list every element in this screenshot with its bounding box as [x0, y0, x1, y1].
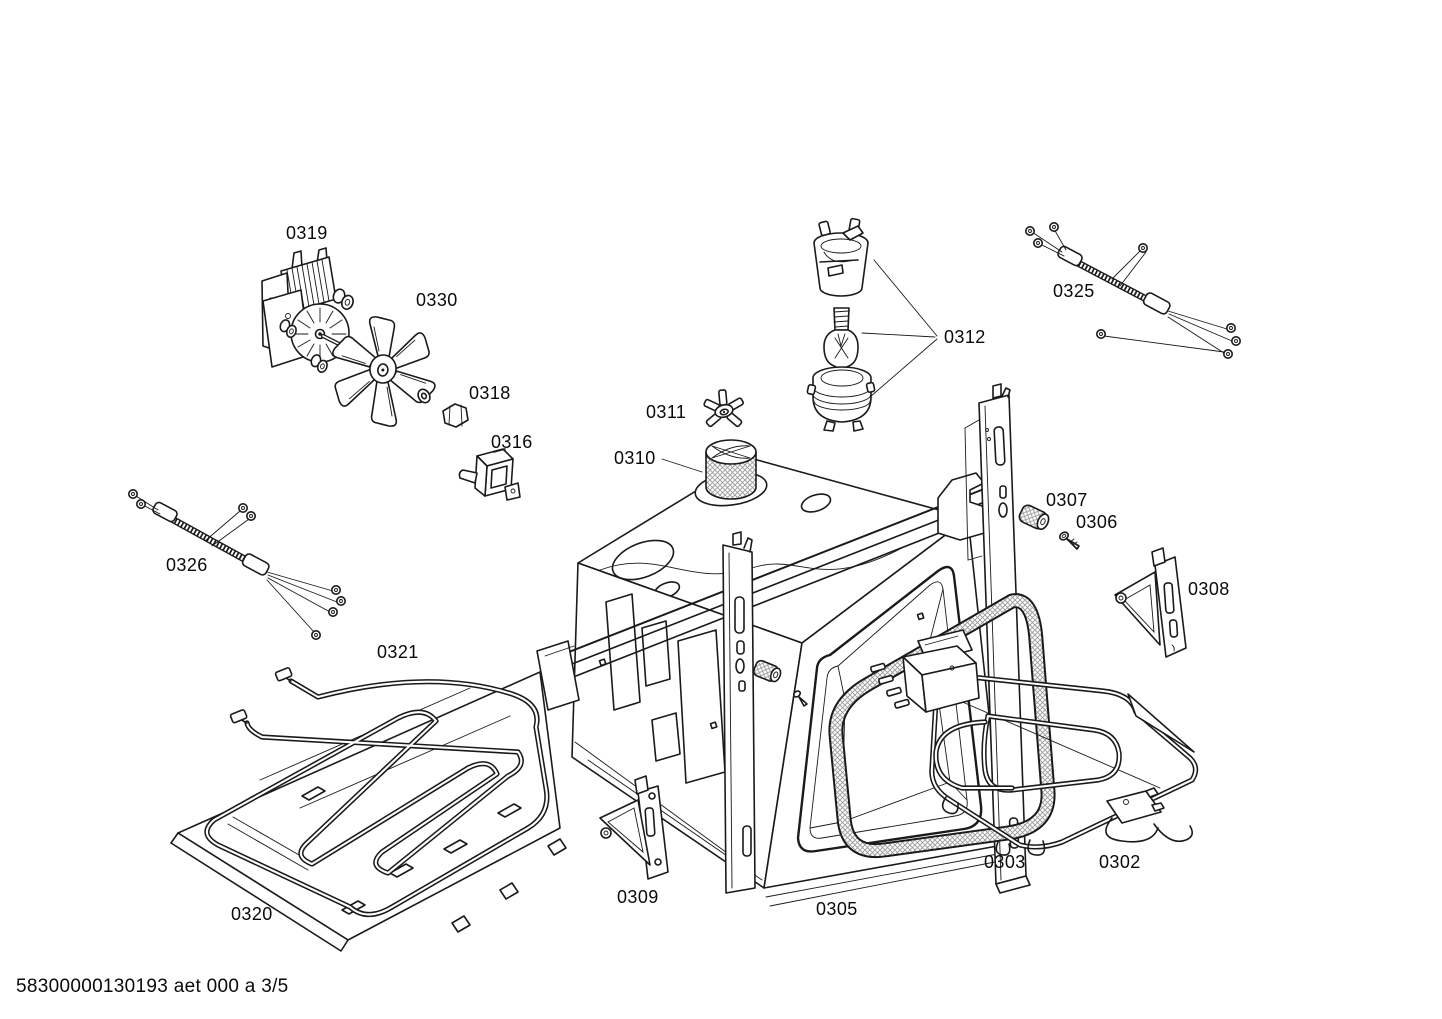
part-label-0308: 0308 [1188, 579, 1230, 599]
bracket-right-drawing [1114, 547, 1187, 658]
wiring-harness-right-drawing [1025, 222, 1242, 359]
washer-nut-drawing [417, 388, 469, 428]
part-label-0311: 0311 [646, 402, 687, 422]
part-label-0319: 0319 [286, 223, 328, 243]
leader-lines [661, 259, 938, 473]
part-label-0326: 0326 [166, 555, 208, 575]
thermal-switch-drawing [458, 448, 521, 501]
part-label-0310: 0310 [614, 448, 656, 468]
part-label-0325: 0325 [1053, 281, 1095, 301]
part-label-0312: 0312 [944, 327, 986, 347]
door-gasket-drawing [828, 593, 1056, 859]
part-label-0303: 0303 [984, 852, 1026, 872]
part-label-0316: 0316 [491, 432, 533, 452]
bushing-drawing [1018, 504, 1050, 531]
drawing-number: 58300000130193 aet 000 a 3/5 [16, 976, 289, 997]
part-label-0305: 0305 [816, 899, 858, 919]
part-label-0330: 0330 [416, 290, 458, 310]
front-rail-drawing [536, 472, 991, 711]
bracket-left-drawing [599, 775, 669, 880]
part-label-0302: 0302 [1099, 852, 1141, 872]
part-label-0307: 0307 [1046, 490, 1088, 510]
lamp-assembly-drawing [806, 217, 876, 432]
left-rail-drawing [722, 531, 756, 894]
screw-drawing [1059, 531, 1080, 550]
part-label-0306: 0306 [1076, 512, 1118, 532]
part-label-0320: 0320 [231, 904, 273, 924]
grill-element-drawing [869, 629, 1199, 856]
wiring-harness-left-drawing [128, 488, 346, 640]
clip-drawing [1105, 787, 1194, 843]
part-label-0318: 0318 [469, 383, 511, 403]
clamp-star-drawing [703, 389, 745, 428]
bake-element-drawing [204, 667, 550, 918]
vent-chimney-drawing [694, 439, 768, 507]
part-label-0321: 0321 [377, 642, 419, 662]
part-label-0309: 0309 [617, 887, 659, 907]
fan-blade-drawing [332, 316, 436, 427]
